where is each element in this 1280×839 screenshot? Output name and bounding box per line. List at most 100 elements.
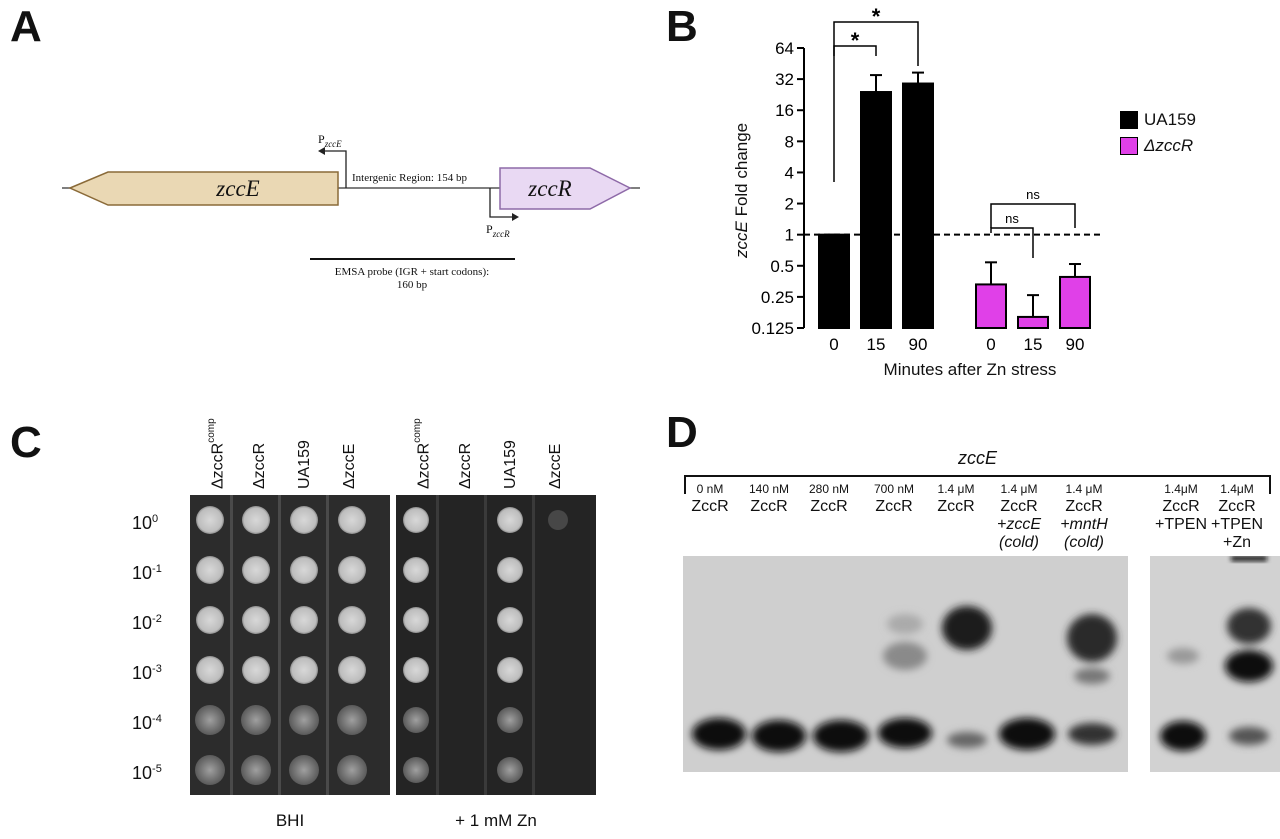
colony-spot (497, 507, 523, 533)
gene-map-diagram: zccE zccR PzccE PzccR Intergenic Region:… (50, 120, 650, 300)
y-tick-label: 0.5 (770, 257, 794, 276)
colony-spot (290, 556, 318, 584)
colony-spot (338, 506, 366, 534)
dilution-label-0: 100 (132, 513, 159, 533)
bar-dzccr-0 (975, 283, 1007, 329)
colony-spot (241, 755, 271, 785)
legend-swatch-ua159 (1120, 111, 1138, 129)
panel-label-d: D (666, 408, 698, 457)
colony-spot (195, 705, 225, 735)
y-tick-label: 2 (785, 195, 794, 214)
y-tick-label: 16 (775, 101, 794, 120)
x-tick-label: 90 (1066, 335, 1085, 354)
colony-spot (338, 556, 366, 584)
y-tick-label: 0.125 (751, 319, 794, 338)
colony-spot (289, 755, 319, 785)
y-tick-label: 64 (775, 39, 794, 58)
colony-spot (337, 755, 367, 785)
sig-bracket-0-15 (833, 45, 877, 56)
panel-label-a: A (10, 2, 42, 51)
ns-bracket-0-90 (990, 203, 1076, 228)
dilution-label-5: 10-5 (132, 763, 162, 783)
promoter-zccr-arrow (489, 188, 516, 218)
colony-spot (497, 657, 523, 683)
colony-spot (195, 755, 225, 785)
bar-dzccr-15 (1017, 315, 1049, 330)
strain-label-right-1: ΔzccRcomp (412, 418, 433, 489)
strain-label-right-3: UA159 (502, 440, 519, 489)
condition-label-zn: + 1 mM Zn (455, 811, 537, 830)
condition-label-bhi: BHI (275, 811, 305, 830)
promoter-zcce-label: PzccE (318, 132, 342, 149)
x-axis-label: Minutes after Zn stress (883, 360, 1057, 379)
emsa-title: zccE (957, 448, 997, 468)
intergenic-region-label: Intergenic Region: 154 bp (352, 172, 467, 184)
zccr-gene-label: zccR (528, 176, 572, 201)
dilution-label-1: 10-1 (132, 563, 162, 583)
bar-ua159-90 (902, 82, 934, 329)
emsa-gel (683, 556, 1280, 772)
ns-bracket-0-15 (990, 227, 1034, 258)
colony-spot (242, 506, 270, 534)
y-tick-label: 1 (785, 226, 794, 245)
bar-ua159-15 (860, 91, 892, 329)
emsa-probe-label: EMSA probe (IGR + start codons): 160 bp (334, 266, 490, 291)
legend-swatch-dzccr (1120, 137, 1138, 155)
strain-label-left-1: ΔzccRcomp (206, 418, 227, 489)
strain-label-right-4: ΔzccE (547, 443, 564, 489)
spot-assay-panel: ΔzccRcomp ΔzccR UA159 ΔzccE ΔzccRcomp Δz… (60, 395, 660, 839)
promoter-zccr-label: PzccR (486, 222, 510, 239)
y-tick-label: 4 (785, 163, 794, 182)
strain-label-left-3: UA159 (296, 440, 313, 489)
bar-dzccr-90 (1059, 275, 1091, 330)
plate-zn (396, 495, 596, 795)
zcce-gene-arrow (68, 171, 339, 206)
emsa-bracket (684, 475, 1271, 494)
legend-item-ua159: UA159 (1120, 107, 1196, 133)
zcce-gene-label: zccE (216, 176, 260, 201)
colony-spot (403, 607, 429, 633)
dilution-label-2: 10-2 (132, 613, 162, 633)
colony-spot (242, 556, 270, 584)
sig-bracket-0-90 (833, 21, 919, 182)
zccr-gene-arrow (499, 167, 632, 210)
colony-spot (338, 606, 366, 634)
y-tick-label: 8 (785, 132, 794, 151)
colony-spot (290, 506, 318, 534)
colony-spot (290, 656, 318, 684)
x-tick-label: 90 (909, 335, 928, 354)
dilution-label-3: 10-3 (132, 663, 162, 683)
y-tick-label: 0.25 (761, 288, 794, 307)
ns-bracket-0-90-label: ns (1026, 187, 1040, 202)
strain-label-left-2: ΔzccR (251, 442, 268, 489)
strain-label-left-4: ΔzccE (341, 443, 358, 489)
legend: UA159 ΔzccR (1120, 107, 1196, 159)
legend-item-dzccr: ΔzccR (1120, 133, 1196, 159)
bar-ua159-0 (818, 233, 850, 330)
promoter-zcce-arrow (320, 150, 347, 188)
x-tick-label: 0 (829, 335, 838, 354)
colony-spot (289, 705, 319, 735)
colony-spot (242, 606, 270, 634)
colony-spot (497, 607, 523, 633)
panel-label-c: C (10, 418, 42, 467)
colony-spot (403, 657, 429, 683)
colony-spot (403, 507, 429, 533)
sig-bracket-0-15-label: * (851, 28, 860, 53)
y-tick-label: 32 (775, 70, 794, 89)
dilution-label-4: 10-4 (132, 713, 162, 733)
x-tick-label: 0 (986, 335, 995, 354)
gene-map-svg (62, 147, 640, 260)
colony-spot (196, 606, 224, 634)
colony-spot (497, 757, 523, 783)
